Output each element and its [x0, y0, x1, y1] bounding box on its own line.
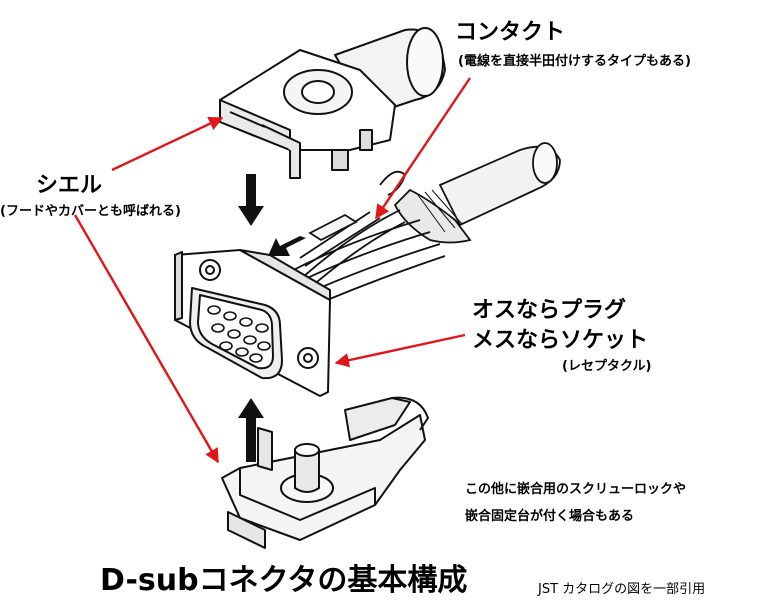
shell-note: (フードやカバーとも呼ばれる) [0, 204, 181, 219]
callout-arrows [73, 77, 471, 464]
extra-note-line1: この他に嵌合用のスクリューロックや [465, 482, 687, 497]
contact-label: コンタクト [455, 20, 566, 45]
socket-note: (レセプタクル) [562, 359, 652, 374]
assembly-arrows [238, 174, 306, 462]
lower-shell [221, 396, 429, 549]
extra-note-line2: 嵌合固定台が付く場合もある [465, 509, 635, 524]
cable-and-wires [249, 142, 561, 326]
plug-label: オスならプラグ [472, 298, 627, 323]
contact-note: (電線を直接半田付けするタイプもある) [458, 54, 691, 69]
socket-label: メスならソケット [472, 328, 649, 353]
source-credit: JST カタログの図を一部引用 [538, 582, 706, 597]
upper-shell [219, 27, 446, 179]
shell-label: シエル [36, 173, 103, 198]
diagram-title: D-subコネクタの基本構成 [100, 563, 468, 598]
dsub-connector [174, 249, 331, 397]
